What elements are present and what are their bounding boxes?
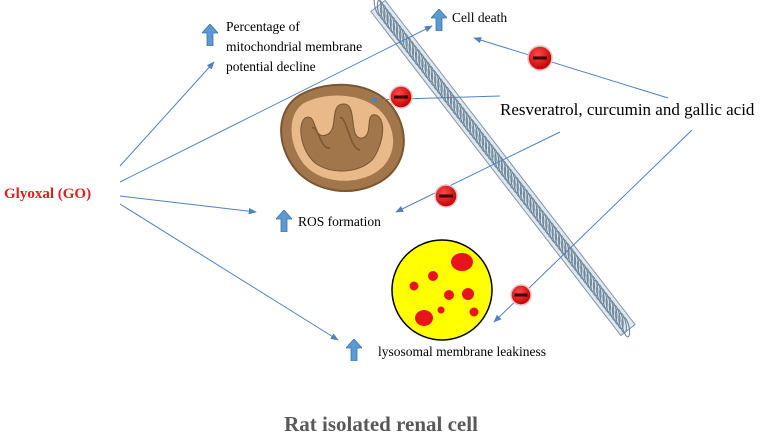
mito-label-line: mitochondrial membrane xyxy=(226,39,363,54)
arrow-agents-to-ros xyxy=(395,131,561,213)
up-arrow-icon xyxy=(431,9,447,31)
arrow-go-to-death xyxy=(119,25,433,183)
lysosome-icon xyxy=(391,239,493,341)
cell-death-label: Cell death xyxy=(452,10,508,25)
mito-label-line: Percentage of xyxy=(226,19,300,34)
up-arrow-icon xyxy=(276,210,292,232)
cell-membrane-icon xyxy=(370,0,636,338)
up-arrow-icon xyxy=(346,339,362,361)
inhibitor-sign-icon xyxy=(527,45,553,71)
diagram-title: Rat isolated renal cell xyxy=(284,412,478,436)
mito-label-line: potential decline xyxy=(226,59,316,74)
inhibitor-sign-icon xyxy=(389,85,413,109)
arrow-go-to-mito xyxy=(119,61,215,167)
agents-label: Resveratrol, curcumin and gallic acid xyxy=(500,100,755,119)
arrow-agents-to-death xyxy=(473,37,669,99)
inhibitor-sign-icon xyxy=(434,184,458,208)
mitochondrion-icon xyxy=(280,83,405,193)
glyoxal-label: Glyoxal (GO) xyxy=(4,186,92,202)
ros-formation-label: ROS formation xyxy=(298,214,381,229)
mito-potential-label: Percentage of mitochondrial membrane pot… xyxy=(226,17,426,77)
lysosome-leakiness-label: lysosomal membrane leakiness xyxy=(378,344,546,359)
inhibitor-sign-icon xyxy=(510,284,532,306)
up-arrow-icon xyxy=(202,24,218,46)
arrow-go-to-lyso xyxy=(119,203,339,341)
arrow-go-to-ros xyxy=(119,195,257,215)
